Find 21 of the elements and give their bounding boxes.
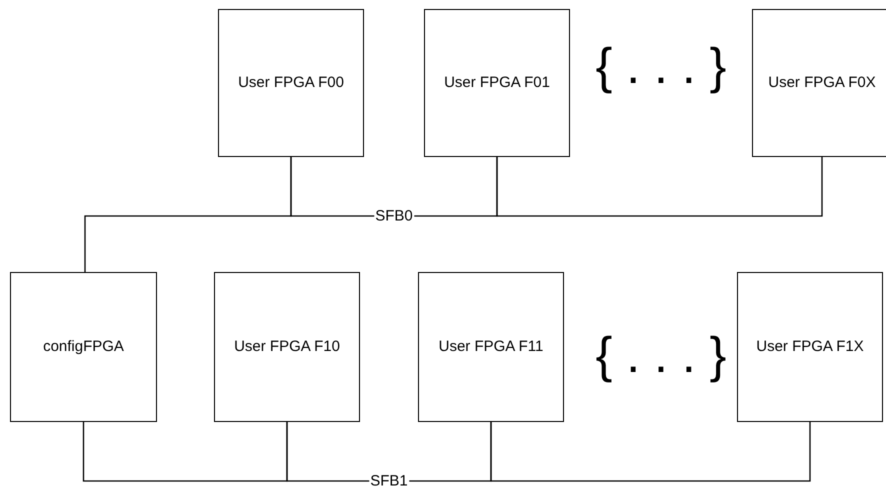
fpga-box [10, 272, 157, 422]
fpga-box [418, 272, 564, 422]
box-label: User FPGA F11 [438, 338, 544, 356]
bus-label: SFB0 [374, 208, 414, 224]
box-label: User FPGA F00 [237, 74, 345, 92]
fpga-box [214, 272, 360, 422]
bus-line [496, 157, 823, 217]
box-label: configFPGA [42, 338, 125, 356]
fpga-box [424, 9, 570, 157]
ellipsis-label: { . . . } [596, 41, 726, 91]
bus-line [82, 422, 288, 482]
box-label: User FPGA F1X [755, 338, 865, 356]
ellipsis-label: { . . . } [596, 330, 726, 380]
fpga-box [218, 9, 364, 157]
bus-line [490, 422, 811, 482]
box-label: User FPGA F0X [767, 74, 877, 92]
box-label: User FPGA F10 [233, 338, 341, 356]
box-label: User FPGA F01 [443, 74, 551, 92]
fpga-box [737, 272, 883, 422]
fpga-box [752, 9, 886, 157]
bus-label: SFB1 [369, 474, 409, 487]
